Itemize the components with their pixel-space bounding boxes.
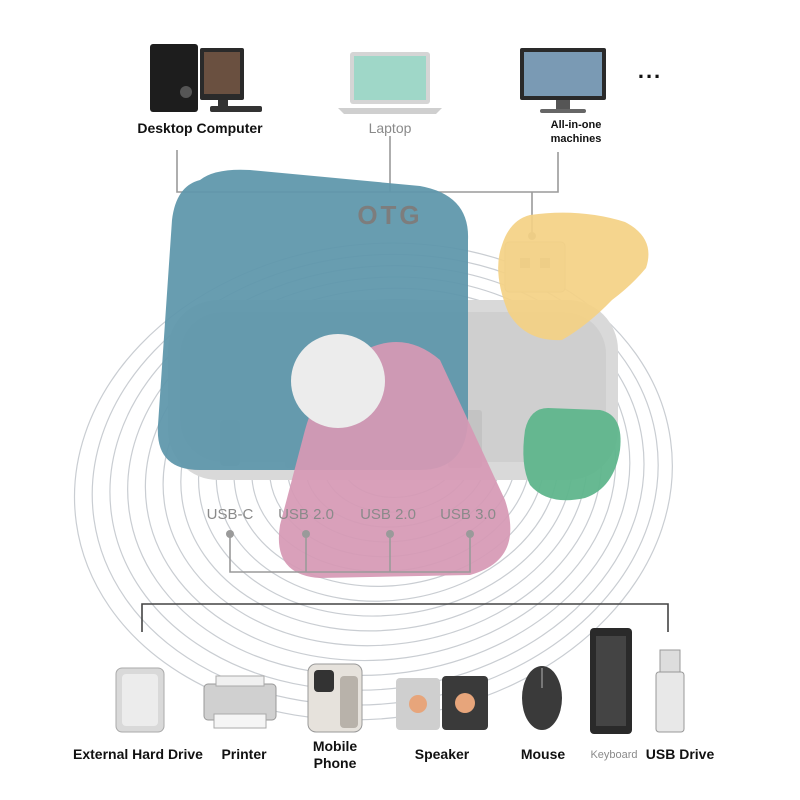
peripheral-label-usb-drive: USB Drive bbox=[645, 746, 715, 762]
laptop-icon bbox=[338, 52, 442, 114]
desktop-computer-icon bbox=[150, 44, 262, 112]
peripheral-bracket bbox=[141, 603, 669, 632]
more-hosts-indicator: ... bbox=[637, 58, 663, 83]
host-label-all-in-one: All-in-one machines bbox=[550, 119, 602, 145]
port-label-usb-2-a: USB 2.0 bbox=[278, 506, 334, 523]
host-label-desktop: Desktop Computer bbox=[137, 120, 263, 136]
yellow-shape bbox=[498, 212, 649, 341]
printer-icon bbox=[203, 675, 277, 729]
peripheral-label-printer: Printer bbox=[221, 746, 267, 762]
all-in-one-monitor-icon bbox=[520, 48, 606, 113]
peripheral-label-mouse: Mouse bbox=[520, 746, 566, 762]
port-connector-lines bbox=[229, 535, 471, 573]
port-label-usb-c: USB-C bbox=[206, 506, 254, 523]
mouse-icon bbox=[522, 666, 562, 730]
mobile-phone-icon bbox=[307, 663, 363, 733]
peripheral-label-keyboard: Keyboard bbox=[590, 749, 638, 761]
green-shape bbox=[523, 408, 621, 501]
speaker-icon bbox=[396, 676, 488, 730]
host-label-laptop: Laptop bbox=[368, 120, 412, 136]
peripheral-label-phone: Mobile Phone bbox=[312, 738, 358, 771]
peripheral-label-speaker: Speaker bbox=[414, 746, 470, 762]
usb-drive-icon bbox=[655, 649, 685, 733]
port-label-usb-2-b: USB 2.0 bbox=[360, 506, 416, 523]
white-circle bbox=[291, 334, 385, 428]
port-dots bbox=[226, 530, 474, 538]
keyboard-icon bbox=[590, 628, 632, 734]
otg-hub-label: OTG bbox=[357, 200, 423, 230]
external-hard-drive-icon bbox=[115, 667, 165, 733]
peripheral-label-hard-drive: External Hard Drive bbox=[73, 746, 203, 762]
port-label-usb-3: USB 3.0 bbox=[440, 506, 496, 523]
